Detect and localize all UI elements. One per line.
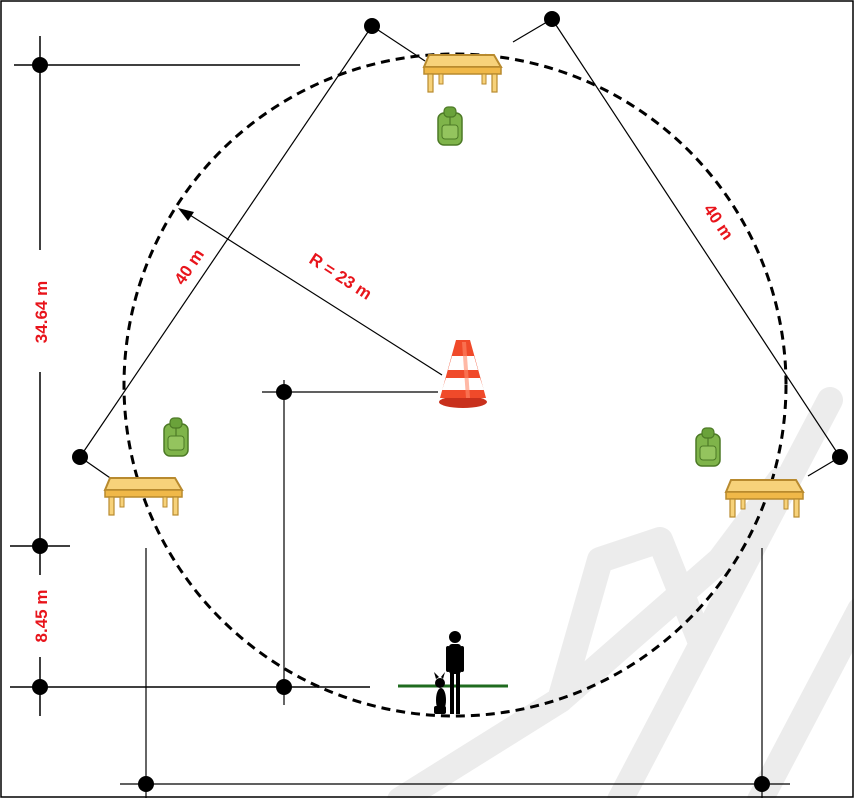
side-right-label: 40 m (700, 201, 737, 244)
triangle-side-right (551, 18, 841, 458)
backpack-icon (163, 417, 189, 457)
side-left-label: 40 m (171, 245, 208, 288)
course-circle (122, 52, 788, 718)
top-left-connector (371, 25, 426, 62)
handler-with-dog-icon (434, 631, 464, 714)
backpack-icon (437, 106, 463, 146)
vertical-dimension (10, 36, 370, 716)
table-icon (423, 54, 502, 93)
traffic-cone-icon (439, 340, 487, 408)
radius-arrowhead (178, 208, 194, 221)
backpack-icon (695, 427, 721, 467)
vertical-bottom-label: 8.45 m (32, 590, 51, 643)
table-icon (104, 477, 183, 516)
measurement-points (32, 11, 848, 792)
radius-line (181, 209, 443, 376)
vertical-top-label: 34.64 m (32, 281, 51, 343)
watermark (387, 387, 854, 798)
triangle-side-left (79, 25, 373, 458)
